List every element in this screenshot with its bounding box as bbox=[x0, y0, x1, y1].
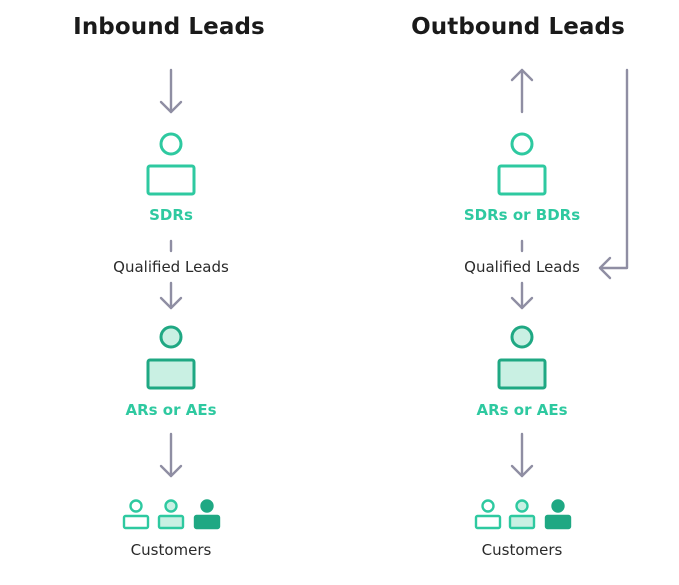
inbound-qualified-leads-label: Qualified Leads bbox=[113, 258, 229, 276]
inbound-sdr-person-icon bbox=[146, 132, 196, 196]
inbound-bottom-arrow-icon bbox=[159, 432, 183, 478]
outbound-customers-label: Customers bbox=[481, 541, 563, 559]
outbound-sdr-label: SDRs or BDRs bbox=[463, 206, 581, 224]
outbound-qualified-leads-label: Qualified Leads bbox=[464, 258, 580, 276]
outbound-ae-person-icon bbox=[497, 325, 547, 390]
inbound-customers-label: Customers bbox=[130, 541, 212, 559]
inbound-sdr-label: SDRs bbox=[149, 206, 193, 224]
inbound-ae-person-icon bbox=[146, 325, 196, 390]
outbound-sdr-person-icon bbox=[497, 132, 547, 196]
outbound-top-arrow-up-icon bbox=[510, 68, 534, 114]
outbound-title: Outbound Leads bbox=[411, 14, 625, 40]
inbound-top-arrow-icon bbox=[159, 68, 183, 114]
outbound-customers-icon bbox=[474, 499, 572, 530]
inbound-customers-icon bbox=[122, 499, 221, 530]
outbound-mid-arrow-icon bbox=[510, 281, 534, 310]
inbound-mid-arrow-icon bbox=[159, 281, 183, 310]
outbound-bottom-arrow-icon bbox=[510, 432, 534, 478]
inbound-title: Inbound Leads bbox=[73, 14, 265, 40]
outbound-ae-label: ARs or AEs bbox=[476, 401, 568, 419]
outbound-loop-arrow-icon bbox=[598, 68, 629, 280]
inbound-ae-label: ARs or AEs bbox=[125, 401, 217, 419]
